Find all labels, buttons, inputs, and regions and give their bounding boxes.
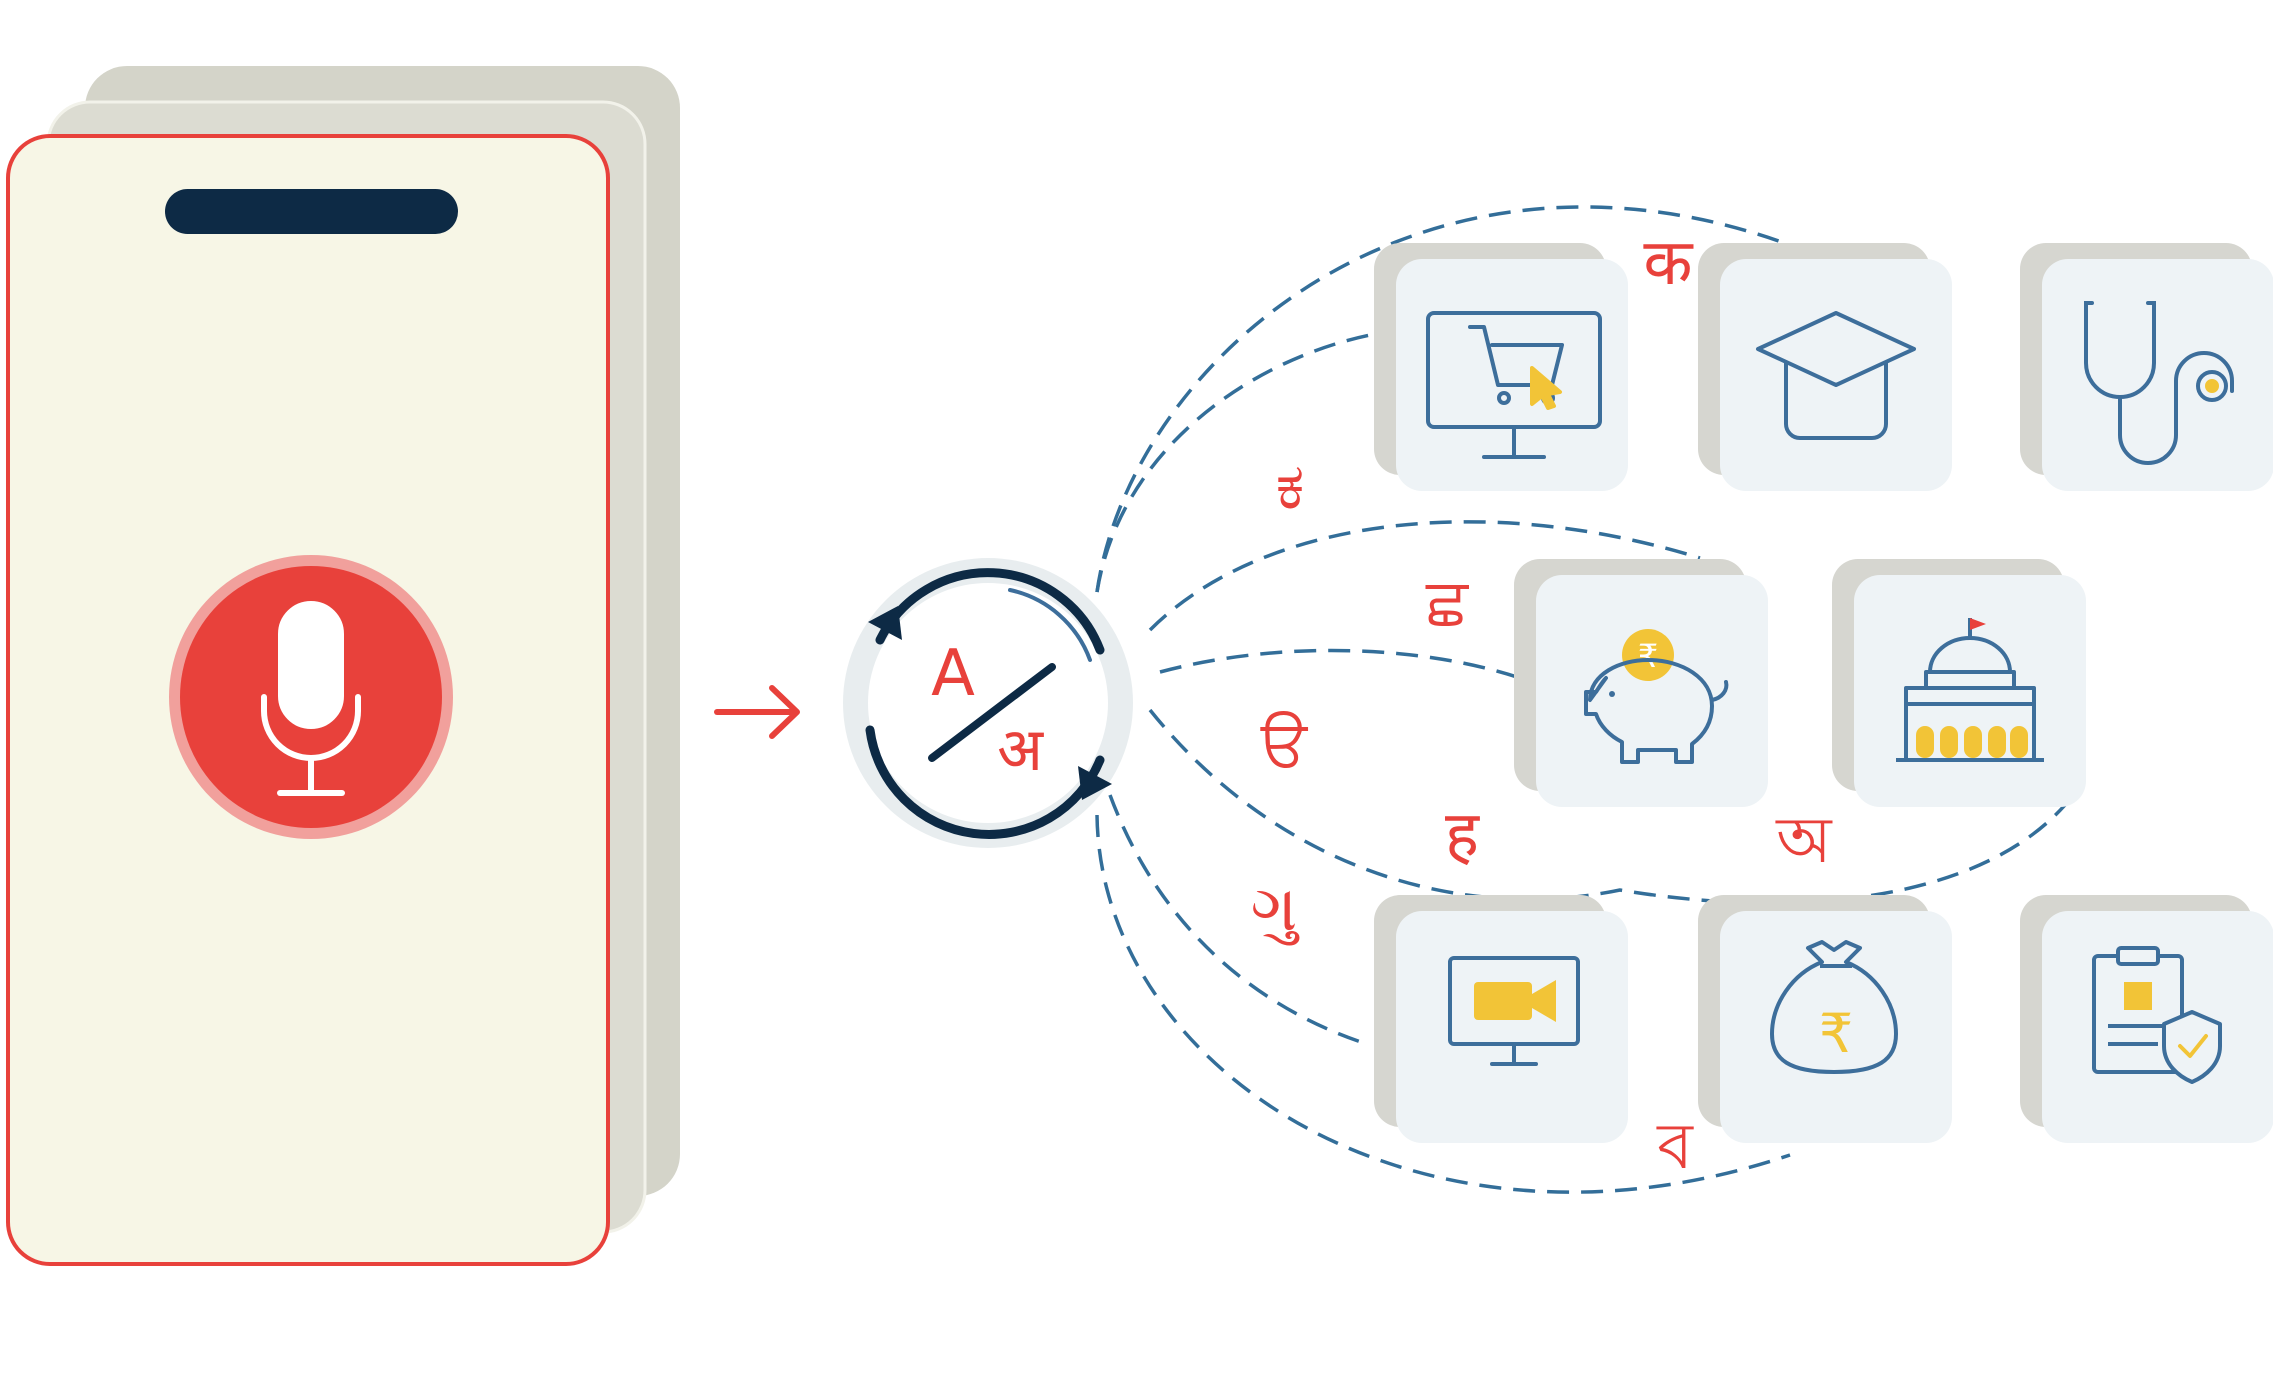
translator-divider bbox=[928, 663, 1056, 762]
tile-healthcare[interactable] bbox=[2020, 243, 2273, 491]
script-letter: ব bbox=[1656, 1110, 1694, 1184]
svg-text:₹: ₹ bbox=[1638, 637, 1658, 675]
script-letter: ह bbox=[1445, 798, 1480, 872]
tile-finance[interactable]: ₹ bbox=[1698, 895, 1952, 1143]
connector-line bbox=[1095, 205, 1791, 593]
script-letters: क ಕ ਛ ੳ ह ગુ অ ব bbox=[1251, 226, 1834, 1184]
sync-arrows-icon bbox=[865, 568, 1112, 839]
tile-government[interactable] bbox=[1832, 559, 2086, 807]
tile-savings[interactable]: ₹ bbox=[1514, 559, 1768, 807]
tile-video-call[interactable] bbox=[1374, 895, 1628, 1143]
tile-insurance[interactable] bbox=[2020, 895, 2273, 1143]
rupee-money-bag-icon: ₹ bbox=[1770, 940, 1898, 1074]
target-letter: अ bbox=[997, 715, 1044, 785]
government-building-icon bbox=[1896, 618, 2044, 762]
script-letter: ਛ bbox=[1425, 565, 1470, 639]
connector-line bbox=[1108, 794, 1371, 1047]
phone-notch bbox=[165, 189, 458, 234]
service-tiles: ₹ bbox=[1374, 243, 2273, 1143]
connector-line bbox=[1095, 814, 1791, 1194]
script-letter: क bbox=[1643, 226, 1694, 300]
phone bbox=[6, 66, 680, 1266]
connector-line bbox=[1148, 520, 1701, 632]
arrow-right-icon bbox=[714, 685, 800, 739]
script-letter: ગુ bbox=[1251, 872, 1300, 946]
svg-text:₹: ₹ bbox=[1819, 1002, 1853, 1065]
translator-face bbox=[868, 583, 1108, 823]
microphone-icon bbox=[261, 601, 361, 796]
script-letter: ಕ bbox=[1276, 450, 1305, 524]
connector-lines bbox=[1095, 205, 2067, 1194]
source-letter: A bbox=[931, 637, 975, 711]
stethoscope-icon bbox=[2084, 301, 2234, 465]
video-call-icon bbox=[1448, 956, 1580, 1066]
piggy-bank-rupee-icon: ₹ bbox=[1584, 629, 1729, 764]
translator-badge: A अ bbox=[843, 558, 1133, 848]
online-shopping-icon bbox=[1426, 311, 1602, 459]
connector-line bbox=[1159, 648, 1521, 680]
tile-online-shopping[interactable] bbox=[1374, 243, 1628, 491]
connector-line bbox=[1148, 708, 2067, 905]
graduation-cap-icon bbox=[1756, 311, 1916, 440]
insurance-clipboard-icon bbox=[2092, 946, 2222, 1084]
record-button[interactable] bbox=[169, 555, 453, 839]
tile-education[interactable] bbox=[1698, 243, 1952, 491]
script-letter: অ bbox=[1775, 804, 1833, 878]
connector-line bbox=[1095, 333, 1371, 593]
script-letter: ੳ bbox=[1260, 707, 1309, 781]
